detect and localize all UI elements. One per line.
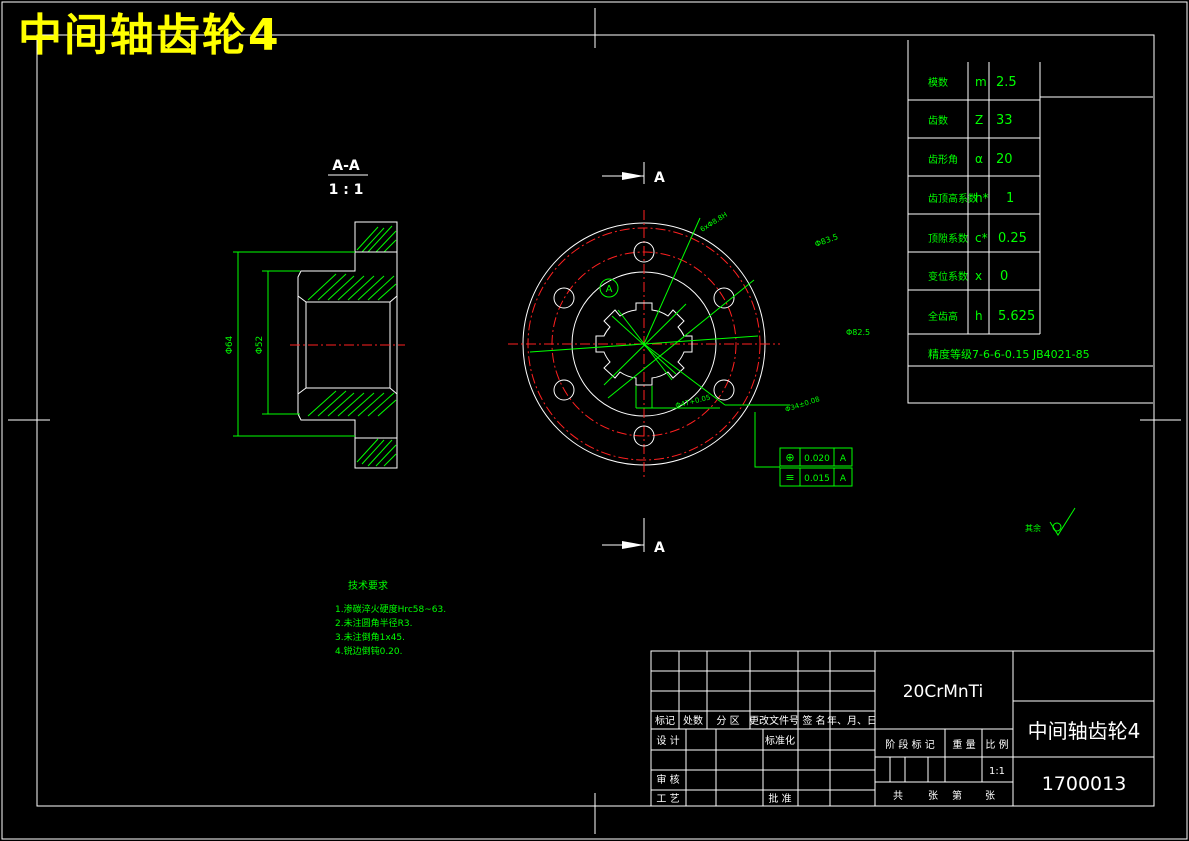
tech-title: 技术要求 [348,579,388,592]
param-value-6: 5.625 [998,309,1035,324]
dim-phi83: Φ83.5 [814,232,840,249]
accuracy-grade: 精度等级7-6-6-0.15 JB4021-85 [928,347,1090,361]
section-arrow-bottom: A [602,518,665,556]
tol2-symbol: ≡ [785,471,794,484]
tb-drawing-number: 1700013 [1042,773,1127,795]
arrow-label-top: A [654,170,665,186]
tb-design: 设 计 [656,734,679,747]
param-name-1: 齿数 [928,114,948,127]
tb-weight: 重 量 [952,738,975,751]
title-block: 标记 处数 分 区 更改文件号 签 名 年、月、日 设 计 标准化 审 核 工 … [650,650,1155,807]
tb-sheet-no: 第 [952,789,962,802]
param-symbol-6: h [975,309,983,323]
section-view: A-A 1 : 1 [225,158,405,469]
param-symbol-4: c* [975,231,988,245]
param-symbol-0: m [975,75,987,89]
section-arrow-top: A [602,162,665,186]
tb-review: 审 核 [656,773,679,786]
dim-phi64: Φ64 [225,335,235,354]
tol2-datum: A [840,474,847,484]
tol1-value: 0.020 [804,454,830,464]
param-value-2: 20 [996,152,1013,167]
tb-process: 工 艺 [656,793,679,805]
tb-scale: 1:1 [989,766,1005,777]
gear-param-table: 模数 m 2.5 齿数 Z 33 齿形角 α 20 齿顶高系数 h* 1 顶隙系… [907,40,1153,404]
param-symbol-3: h* [975,191,989,205]
param-name-6: 全齿高 [928,310,958,323]
tb-sheet-unit: 张 [985,790,995,802]
dim-phi82: Φ82.5 [846,328,870,337]
tol1-datum: A [840,454,847,464]
rev-h3: 更改文件号 [749,714,799,727]
tb-approve: 批 准 [768,792,791,805]
dim-bore: Φ47+0.05 [675,393,712,409]
param-name-0: 模数 [928,76,948,89]
tol1-symbol: ⊕ [785,451,794,464]
tech-item-2: 2.未注圆角半径R3. [335,617,412,629]
param-value-4: 0.25 [998,231,1027,246]
arrow-label-bottom: A [654,540,665,556]
param-value-5: 0 [1000,269,1008,284]
dim-holes: 6xΦ8.8H [699,211,729,234]
tb-sheets: 张 [928,790,938,802]
tb-standardize: 标准化 [765,734,795,747]
roughness-label: 其余 [1025,523,1041,533]
param-name-2: 齿形角 [928,154,958,166]
tb-stage: 阶 段 标 记 [885,738,935,751]
param-symbol-1: Z [975,113,983,127]
section-scale: 1 : 1 [329,182,364,198]
tolerance-frames: ⊕ 0.020 A ≡ 0.015 A [754,412,853,487]
tech-requirements: 技术要求 1.渗碳淬火硬度Hrc58~63. 2.未注圆角半径R3. 3.未注倒… [335,579,446,657]
tb-material: 20CrMnTi [903,682,984,702]
tech-item-1: 1.渗碳淬火硬度Hrc58~63. [335,603,446,615]
rev-h1: 处数 [683,714,703,727]
roughness-symbol: 其余 [1025,507,1076,536]
rev-h2: 分 区 [716,715,739,727]
section-label: A-A [332,158,360,174]
tol2-value: 0.015 [804,474,830,484]
datum-a: A [606,284,613,295]
param-value-0: 2.5 [996,75,1017,90]
drawing-title: 中间轴齿轮4 [18,10,281,61]
param-symbol-5: x [975,269,982,283]
tech-item-3: 3.未注倒角1x45. [335,631,405,643]
front-view: A 6xΦ8.8H Φ83.5 Φ82.5 Φ47+0.05 Φ34±0.08 [508,210,870,478]
param-value-3: 1 [1006,191,1014,206]
rev-h5: 年、月、日 [827,714,877,727]
dim-spline: Φ34±0.08 [784,395,821,414]
tb-part-name: 中间轴齿轮4 [1028,719,1141,743]
param-name-5: 变位系数 [928,270,968,283]
tb-total: 共 [893,790,903,802]
param-name-3: 齿顶高系数 [928,192,978,205]
tb-scale-label: 比 例 [985,738,1008,751]
tech-item-4: 4.锐边倒钝0.20. [335,645,403,657]
rev-h4: 签 名 [802,714,825,727]
param-value-1: 33 [996,113,1013,128]
param-name-4: 顶隙系数 [928,232,968,245]
param-symbol-2: α [975,152,983,166]
dim-phi52: Φ52 [255,336,265,355]
rev-h0: 标记 [655,715,675,727]
